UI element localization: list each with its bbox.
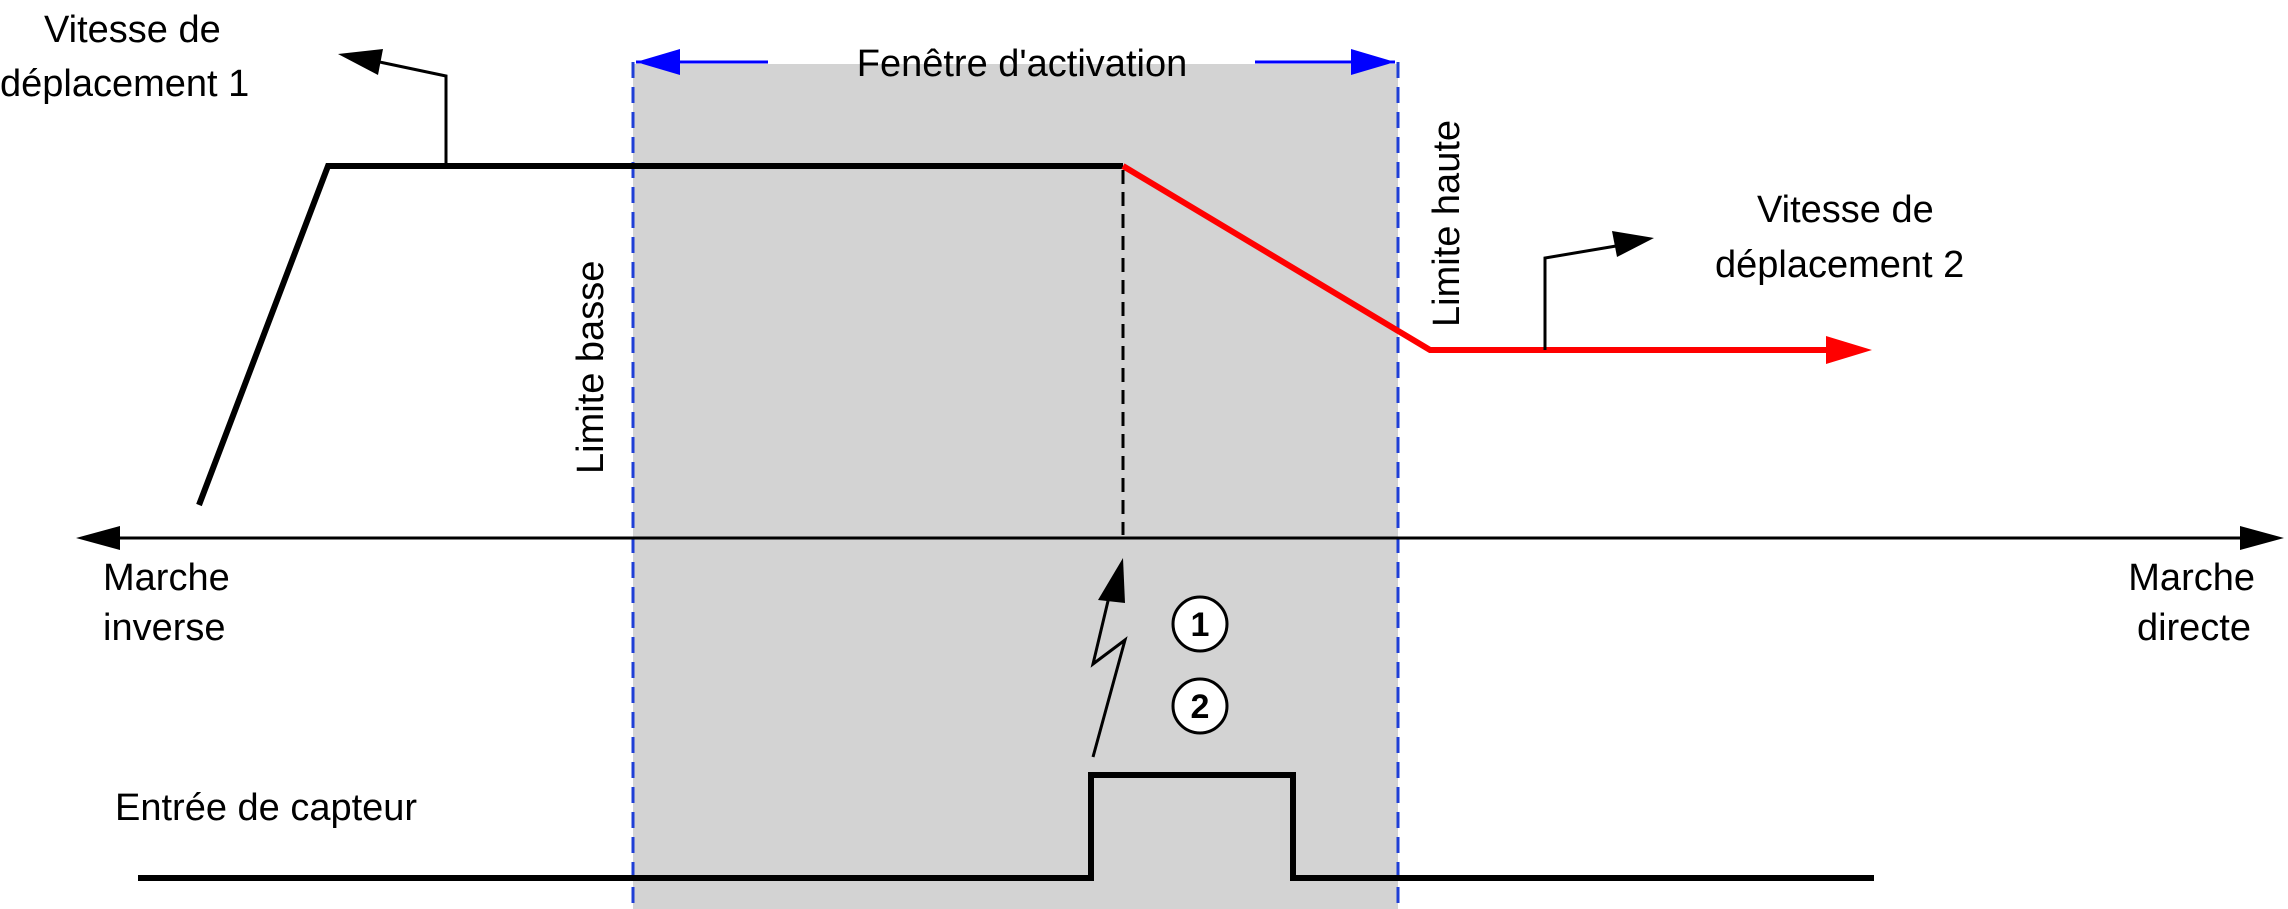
marker-2-circle [1171,677,1229,735]
speed2-label-line2: déplacement 2 [1715,244,1964,286]
speed1-profile [196,163,1123,507]
window-arrow-right-head [1351,49,1395,75]
activation-window-area [633,64,1398,909]
axis-left-arrowhead [76,526,120,550]
forward-label-line2: directe [2137,607,2251,649]
speed1-label-line2: déplacement 1 [0,63,249,105]
speed1-callout-arrowhead [338,49,383,75]
speed1-label-line1: Vitesse de [44,9,221,51]
sensor-input-signal [138,772,1874,881]
marker-1-label: 1 [1191,606,1210,644]
low-limit-label: Limite basse [570,261,612,474]
marker-1-circle [1171,595,1229,653]
speed1-callout-line [369,58,448,166]
speed2-callout-arrowhead [1612,231,1654,257]
high-limit-label: Limite haute [1426,120,1468,327]
speed2-label-line1: Vitesse de [1757,189,1934,231]
marker-2-label: 2 [1191,688,1210,726]
sensor-input-label: Entrée de capteur [115,787,417,829]
reverse-label-line2: inverse [103,607,226,649]
window-label: Fenêtre d'activation [857,43,1187,85]
speed2-arrowhead [1826,336,1872,364]
window-arrow-left-head [636,49,680,75]
forward-label-line1: Marche [2128,557,2255,599]
signal-lightning-line [1090,579,1128,758]
reverse-label-line1: Marche [103,557,230,599]
speed2-callout-line [1543,242,1629,350]
axis-right-arrowhead [2240,526,2284,550]
signal-lightning-arrowhead [1098,558,1125,603]
speed2-profile [1121,163,1845,353]
